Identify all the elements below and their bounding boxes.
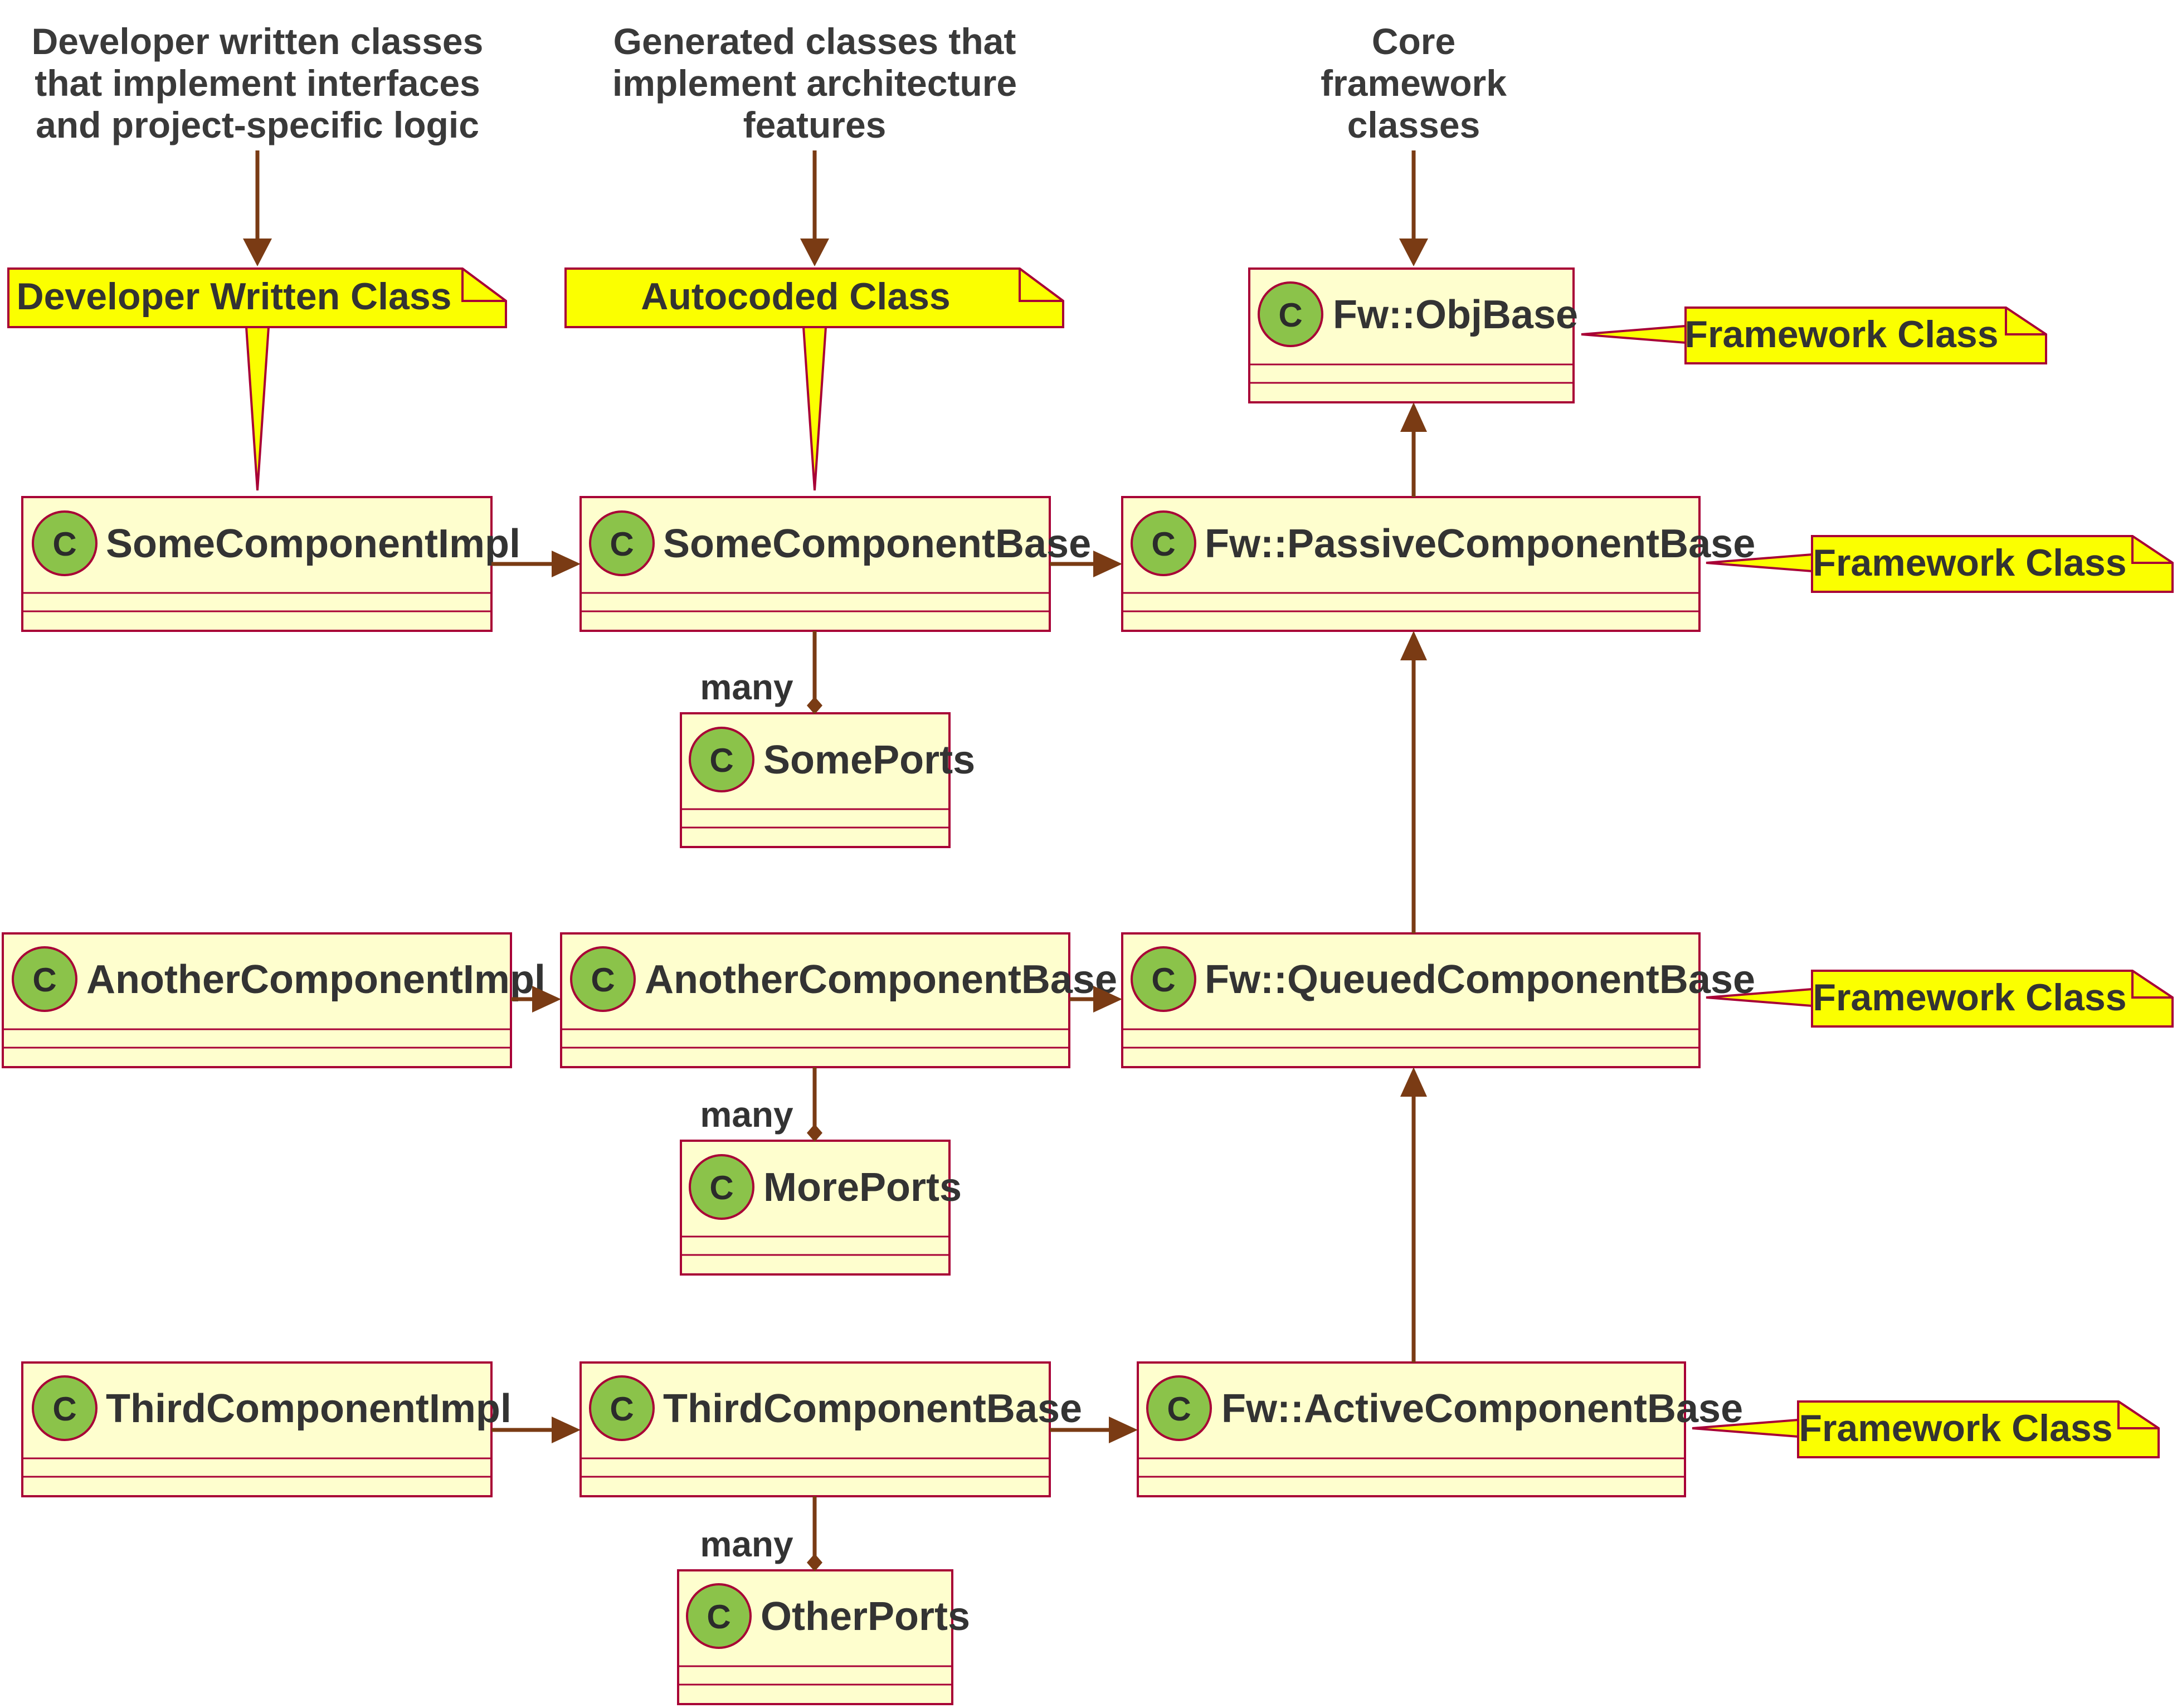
edge-some-base-to-some-ports [807,631,822,714]
class-stereotype-letter: C [610,525,634,563]
class-name: ThirdComponentImpl [106,1386,512,1431]
note-framework-class-active[interactable]: Framework Class [1692,1400,2160,1458]
class-name: MorePorts [763,1165,962,1210]
class-stereotype-letter: C [1151,961,1175,999]
class-stereotype-icon [12,946,77,1012]
edge-some-base-to-passive-base [1050,551,1122,577]
class-stereotype-icon [32,510,98,576]
edge-third-base-to-active-base [1050,1417,1138,1443]
class-name: Fw::ActiveComponentBase [1221,1386,1743,1431]
caption-developer-line-3: and project-specific logic [36,104,479,145]
class-stereotype-letter: C [709,1169,733,1206]
note-developer-written-class[interactable]: Developer Written Class [7,267,507,491]
caption-developer-line-2: that implement interfaces [35,62,480,104]
note-label: Framework Class [1813,976,2126,1019]
caption-generated: Generated classes that implement archite… [612,21,1017,145]
class-stereotype-letter: C [591,961,615,999]
class-name: ThirdComponentBase [663,1386,1082,1431]
class-stereotype-letter: C [707,1598,730,1636]
note-label: Developer Written Class [16,275,451,318]
multiplicity-some-ports: many [700,667,793,707]
class-stereotype-letter: C [1278,296,1302,334]
note-label: Autocoded Class [641,275,950,318]
note-label: Framework Class [1684,313,1998,356]
caption-developer-line-1: Developer written classes [32,21,484,62]
class-stereotype-letter: C [610,1390,634,1428]
class-stereotype-icon [570,946,636,1012]
class-name: OtherPorts [761,1594,970,1639]
class-name: Fw::ObjBase [1333,293,1578,337]
class-name: AnotherComponentImpl [86,957,546,1002]
note-label: Framework Class [1813,542,2126,584]
caption-core-line-3: classes [1347,104,1480,145]
note-framework-class-queued[interactable]: Framework Class [1706,970,2174,1028]
class-stereotype-letter: C [1167,1390,1191,1428]
class-stereotype-letter: C [52,525,76,563]
multiplicity-other-ports: many [700,1524,793,1564]
caption-generated-line-1: Generated classes that [613,21,1016,62]
class-stereotype-icon [589,1375,655,1441]
class-fw-passive-component-base[interactable]: C Fw::PassiveComponentBase [1121,496,1755,632]
multiplicity-more-ports: many [700,1094,793,1135]
caption-arrow-developer [243,150,272,266]
class-stereotype-letter: C [32,961,56,999]
class-more-ports[interactable]: C MorePorts [680,1140,962,1276]
class-name: SomeComponentBase [663,522,1091,566]
class-stereotype-icon [1131,510,1196,576]
class-third-component-base[interactable]: C ThirdComponentBase [579,1361,1082,1497]
class-name: SomePorts [763,738,975,782]
class-stereotype-icon [1146,1375,1212,1441]
class-another-component-impl[interactable]: C AnotherComponentImpl [2,932,546,1068]
edge-third-impl-to-third-base [491,1417,581,1443]
class-name: AnotherComponentBase [645,957,1117,1002]
class-stereotype-icon [32,1375,98,1441]
class-fw-queued-component-base[interactable]: C Fw::QueuedComponentBase [1121,932,1755,1068]
edge-another-base-to-queued-base [1069,986,1122,1013]
caption-generated-line-3: features [743,104,887,145]
class-stereotype-letter: C [52,1390,76,1428]
class-name: Fw::PassiveComponentBase [1205,522,1755,566]
class-fw-obj-base[interactable]: C Fw::ObjBase [1248,267,1578,403]
edge-active-to-queued-base [1400,1067,1427,1362]
edge-another-impl-to-another-base [511,986,561,1013]
edge-third-base-to-other-ports [807,1496,822,1571]
note-framework-class-obj-base[interactable]: Framework Class [1581,306,2047,364]
note-label: Framework Class [1799,1407,2112,1449]
class-stereotype-icon [1258,281,1323,347]
class-other-ports[interactable]: C OtherPorts [677,1569,970,1705]
class-some-ports[interactable]: C SomePorts [680,712,975,848]
caption-generated-line-2: implement architecture [612,62,1017,104]
caption-arrow-core [1399,150,1428,266]
caption-arrow-generated [800,150,829,266]
class-stereotype-icon [589,510,655,576]
class-stereotype-letter: C [709,742,733,779]
class-stereotype-icon [689,1154,754,1220]
class-some-component-base[interactable]: C SomeComponentBase [579,496,1091,632]
class-third-component-impl[interactable]: C ThirdComponentImpl [21,1361,512,1497]
note-autocoded-class[interactable]: Autocoded Class [564,267,1064,491]
caption-core-line-2: framework [1321,62,1507,104]
edge-passive-to-obj-base [1400,402,1427,497]
edge-queued-to-passive-base [1400,631,1427,933]
class-stereotype-icon [1131,946,1196,1012]
class-name: SomeComponentImpl [106,522,520,566]
note-framework-class-passive[interactable]: Framework Class [1706,535,2174,593]
edge-another-base-to-more-ports [807,1067,822,1142]
class-stereotype-icon [686,1583,752,1649]
class-another-component-base[interactable]: C AnotherComponentBase [560,932,1117,1068]
class-fw-active-component-base[interactable]: C Fw::ActiveComponentBase [1137,1361,1743,1497]
caption-core: Core framework classes [1321,21,1507,145]
edge-some-impl-to-some-base [491,551,581,577]
class-name: Fw::QueuedComponentBase [1205,957,1755,1002]
caption-core-line-1: Core [1372,21,1455,62]
class-stereotype-icon [689,727,754,792]
caption-developer: Developer written classes that implement… [32,21,484,145]
class-stereotype-letter: C [1151,525,1175,563]
class-some-component-impl[interactable]: C SomeComponentImpl [21,496,520,632]
